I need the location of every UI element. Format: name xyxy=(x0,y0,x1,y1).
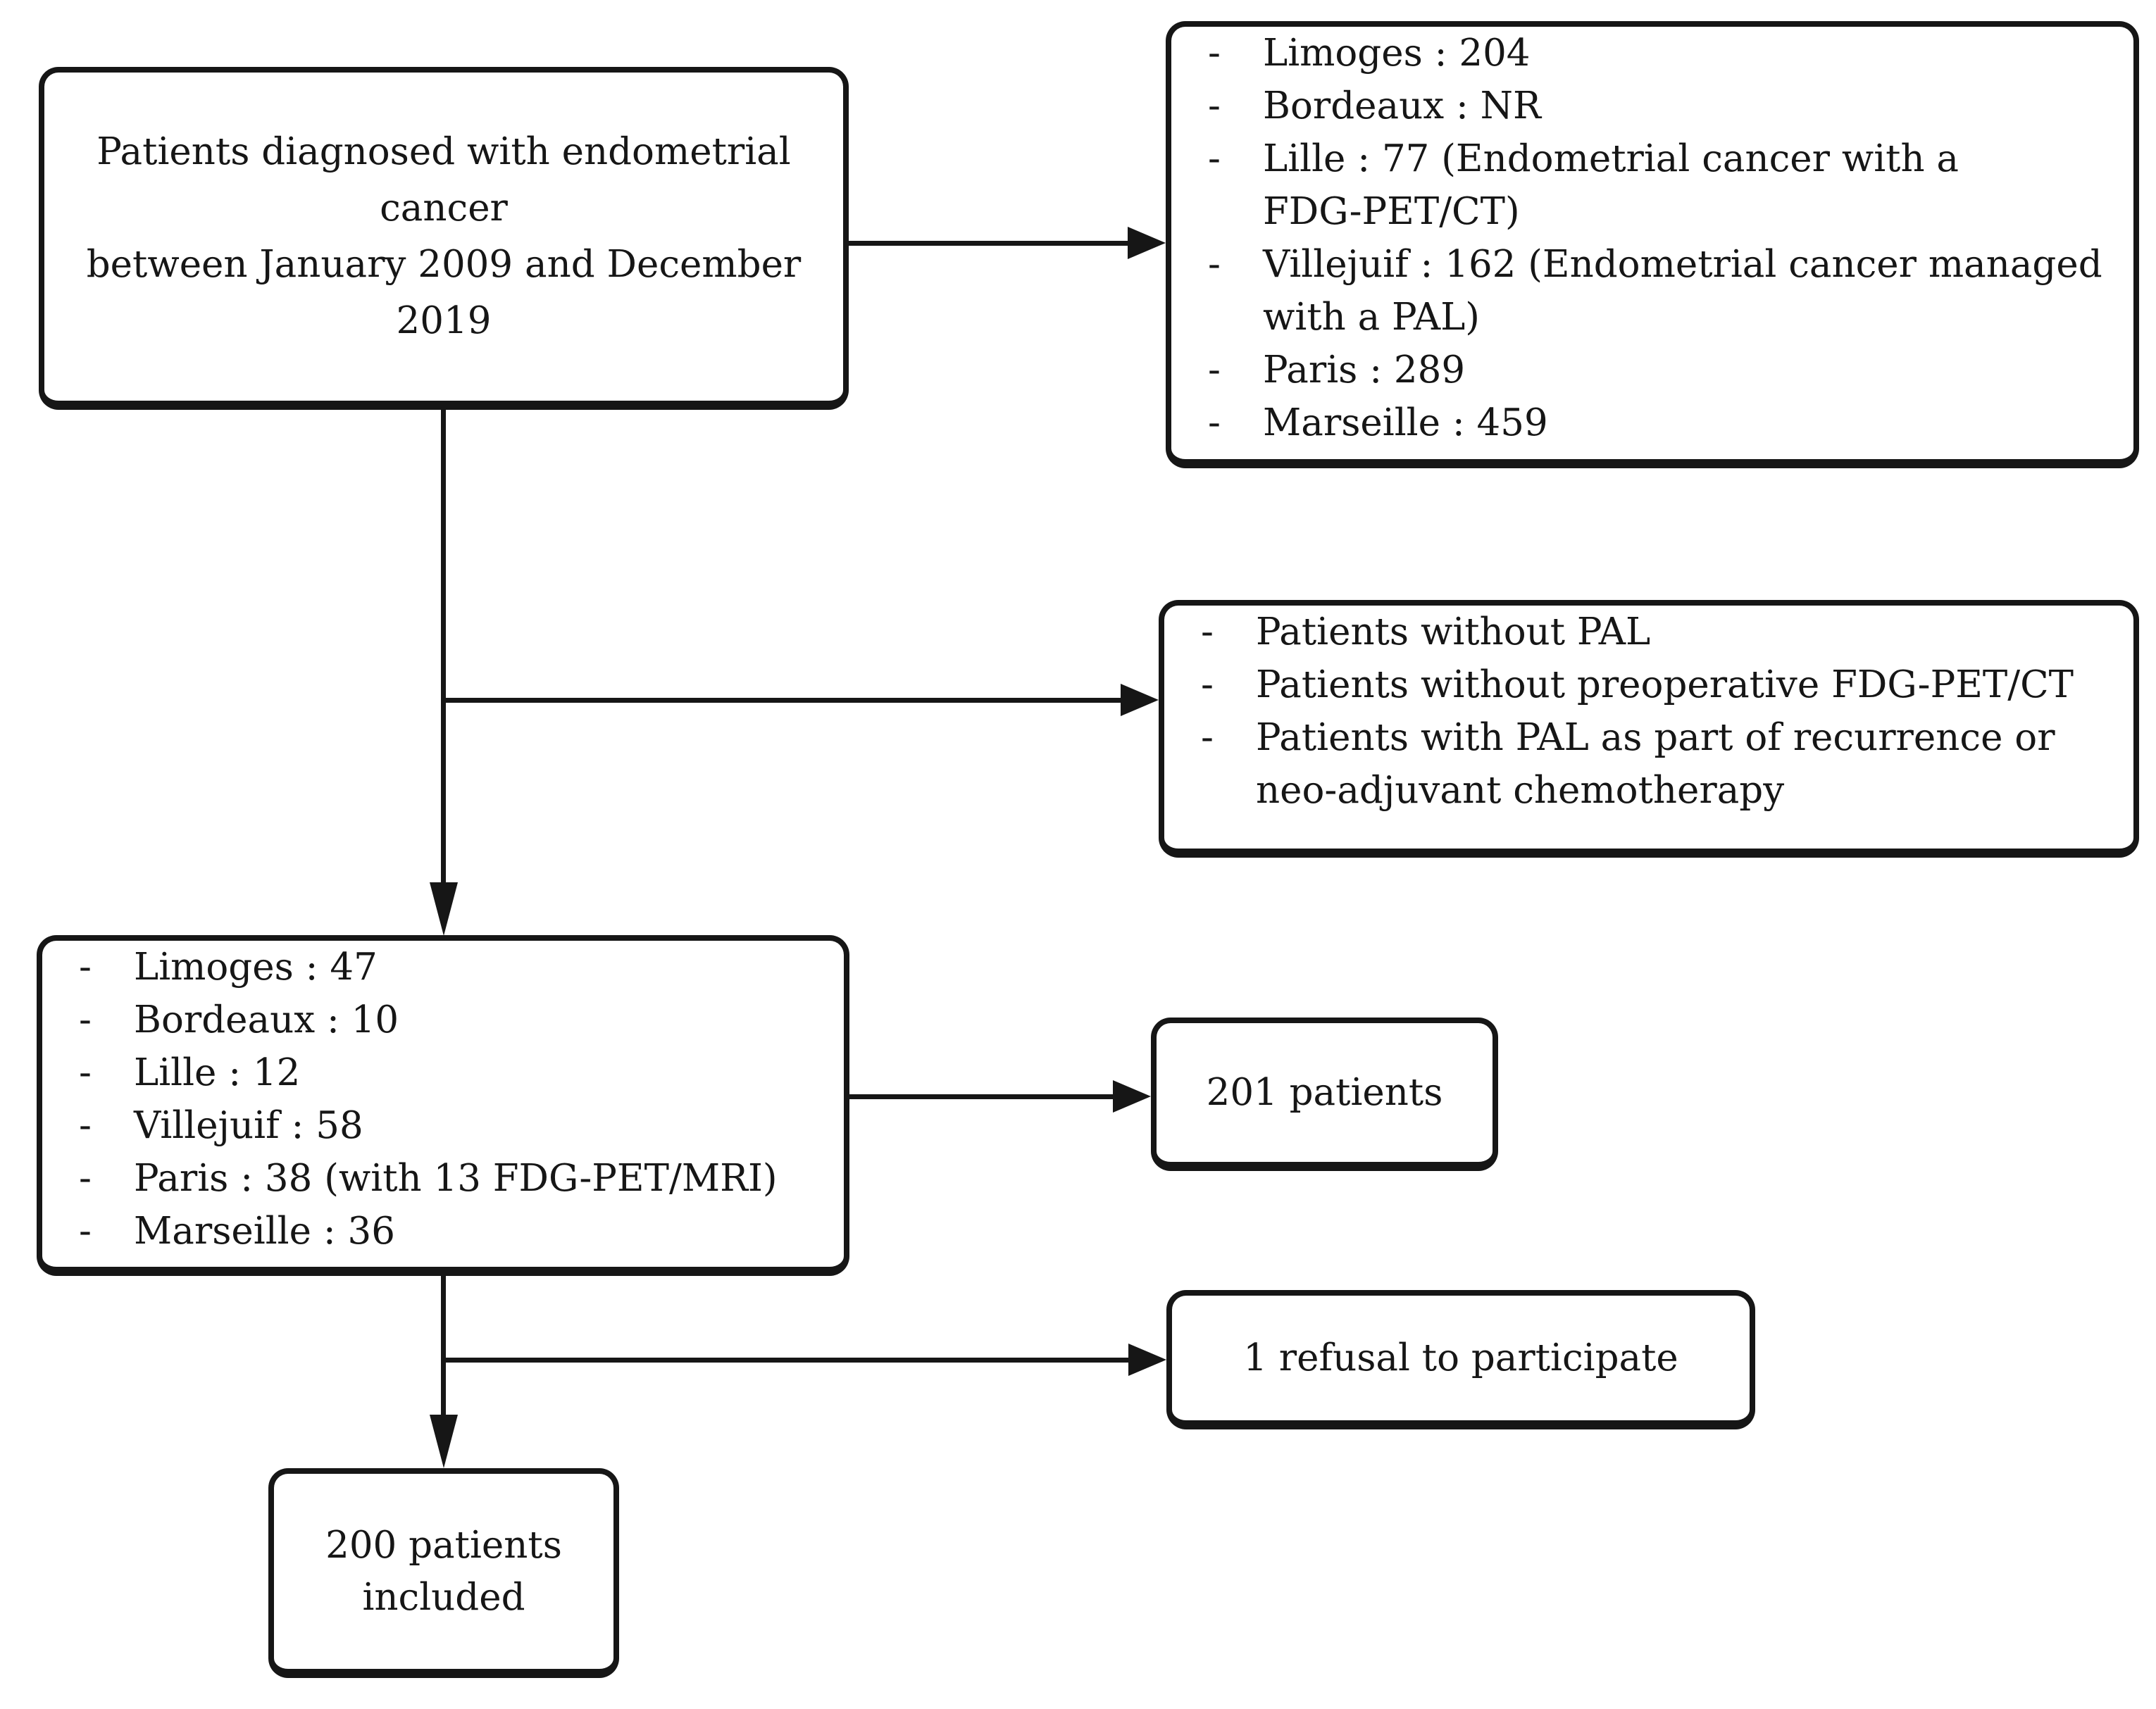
arrowhead-right-icon xyxy=(1113,1080,1151,1113)
bullet-dash: - xyxy=(1208,349,1221,392)
list-item-text: Villejuif : 58 xyxy=(134,1104,363,1147)
connector-source-to-eligible-line xyxy=(441,407,446,882)
arrowhead-down-icon xyxy=(430,1415,458,1468)
connector-eligible-to-included-line xyxy=(441,1276,446,1415)
bullet-dash: - xyxy=(1208,32,1221,75)
arrowhead-down-icon xyxy=(430,882,458,936)
list-item: - Limoges : 204 xyxy=(1171,27,2133,80)
box-refusal: 1 refusal to participate xyxy=(1166,1290,1755,1429)
list-item: - Villejuif : 162 (Endometrial cancer ma… xyxy=(1171,238,2133,344)
list-item: - Patients with PAL as part of recurrenc… xyxy=(1164,711,2133,817)
box-201-patients: 201 patients xyxy=(1151,1018,1498,1171)
list-item-text: Marseille : 459 xyxy=(1263,401,1548,444)
list-item: - Lille : 12 xyxy=(42,1046,844,1099)
bullet-dash: - xyxy=(79,1157,92,1200)
list-item-text: Lille : 12 xyxy=(134,1051,301,1094)
bullet-dash: - xyxy=(1208,137,1221,180)
list-item-text: Limoges : 204 xyxy=(1263,32,1531,75)
refusal-text: 1 refusal to participate xyxy=(1243,1336,1678,1379)
bullet-dash: - xyxy=(79,1104,92,1147)
bullet-dash: - xyxy=(79,946,92,989)
list-item: - Lille : 77 (Endometrial cancer with a … xyxy=(1171,132,2133,238)
connector-source-to-screened-line xyxy=(849,241,1128,246)
eligible-counts-list: - Limoges : 47 - Bordeaux : 10 - Lille :… xyxy=(42,941,844,1258)
list-item-text: Paris : 38 (with 13 FDG-PET/MRI) xyxy=(134,1157,778,1200)
list-item-text: Marseille : 36 xyxy=(134,1210,395,1253)
connector-eligible-to-201-line xyxy=(849,1094,1113,1099)
bullet-dash: - xyxy=(79,999,92,1041)
diagnosed-patients-text: Patients diagnosed with endometrial canc… xyxy=(86,130,802,342)
connector-branch-to-refusal-line xyxy=(444,1358,1128,1363)
list-item: - Paris : 289 xyxy=(1171,344,2133,396)
list-item-text: Lille : 77 (Endometrial cancer with a FD… xyxy=(1263,137,1959,233)
box-exclusion-criteria: - Patients without PAL - Patients withou… xyxy=(1159,600,2139,858)
arrowhead-right-icon xyxy=(1121,684,1159,716)
box-200-included: 200 patients included xyxy=(268,1468,619,1678)
bullet-dash: - xyxy=(1201,716,1214,759)
bullet-dash: - xyxy=(79,1051,92,1094)
bullet-dash: - xyxy=(1208,84,1221,127)
list-item-text: Villejuif : 162 (Endometrial cancer mana… xyxy=(1263,243,2102,339)
connector-branch-to-exclusion-line xyxy=(444,698,1121,703)
arrowhead-right-icon xyxy=(1128,1344,1166,1376)
list-item-text: Patients without PAL xyxy=(1256,611,1651,653)
list-item: - Marseille : 459 xyxy=(1171,396,2133,449)
bullet-dash: - xyxy=(1201,611,1214,653)
list-item: - Patients without preoperative FDG-PET/… xyxy=(1164,658,2133,711)
list-item-text: Bordeaux : NR xyxy=(1263,84,1541,127)
box-eligible-counts: - Limoges : 47 - Bordeaux : 10 - Lille :… xyxy=(37,935,849,1276)
bullet-dash: - xyxy=(79,1210,92,1253)
box-diagnosed-patients: Patients diagnosed with endometrial canc… xyxy=(39,67,849,410)
box-screened-counts: - Limoges : 204 - Bordeaux : NR - Lille … xyxy=(1166,21,2139,468)
included-text: 200 patients included xyxy=(325,1523,562,1619)
list-item: - Bordeaux : 10 xyxy=(42,994,844,1046)
bullet-dash: - xyxy=(1208,401,1221,444)
list-item: - Villejuif : 58 xyxy=(42,1099,844,1152)
patients-201-text: 201 patients xyxy=(1206,1070,1443,1114)
list-item: - Marseille : 36 xyxy=(42,1205,844,1258)
list-item-text: Patients with PAL as part of recurrence … xyxy=(1256,716,2055,812)
list-item-text: Bordeaux : 10 xyxy=(134,999,399,1041)
screened-counts-list: - Limoges : 204 - Bordeaux : NR - Lille … xyxy=(1171,27,2133,449)
list-item: - Bordeaux : NR xyxy=(1171,80,2133,132)
list-item-text: Paris : 289 xyxy=(1263,349,1466,392)
list-item: - Paris : 38 (with 13 FDG-PET/MRI) xyxy=(42,1152,844,1205)
arrowhead-right-icon xyxy=(1128,227,1166,259)
list-item-text: Limoges : 47 xyxy=(134,946,378,989)
list-item-text: Patients without preoperative FDG-PET/CT xyxy=(1256,663,2074,706)
bullet-dash: - xyxy=(1208,243,1221,286)
list-item: - Patients without PAL xyxy=(1164,606,2133,658)
exclusion-criteria-list: - Patients without PAL - Patients withou… xyxy=(1164,606,2133,817)
list-item: - Limoges : 47 xyxy=(42,941,844,994)
bullet-dash: - xyxy=(1201,663,1214,706)
